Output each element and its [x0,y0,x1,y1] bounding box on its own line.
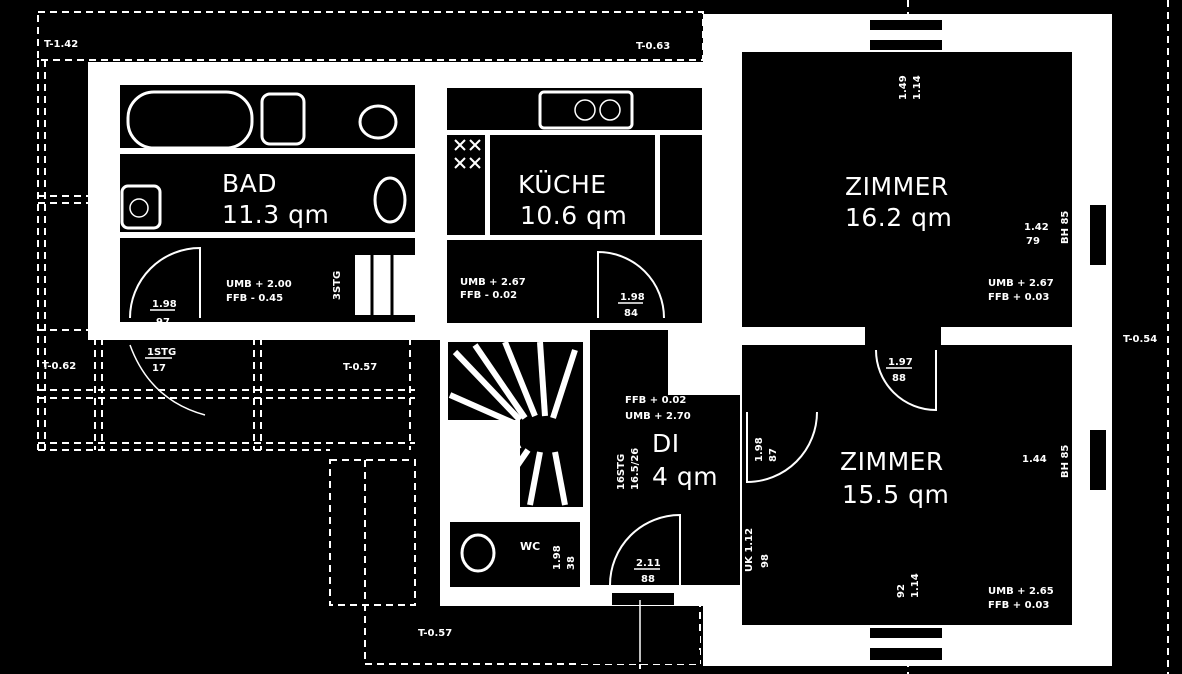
di-ffb: FFB + 0.02 [625,395,686,406]
bidet-icon [373,176,407,224]
zimmer1-ffb: FFB + 0.03 [988,292,1049,303]
bad-stairs-side: 3STG [332,271,343,300]
kueche-door-top: 1.98 [620,292,645,303]
bad-door-bottom: 97 [156,317,170,328]
zimmer1-side-bh: BH 85 [1060,211,1071,244]
zimmer1-bh: BH 87 [892,58,925,69]
wc-toilet-icon [460,533,496,573]
bad-umb: UMB + 2.00 [226,279,292,290]
room-name-zimmer-top: ZIMMER [845,172,949,201]
stove-icon [538,90,634,130]
terrain-level-2: T-0.63 [636,41,670,52]
di-door-top: 2.11 [636,558,661,569]
zimmer2-umb: UMB + 2.65 [988,586,1054,597]
zimmer2-bh: BH 86 [892,612,925,623]
bad-ffb: FFB - 0.45 [226,293,283,304]
room-area-kueche: 10.6 qm [520,201,627,230]
wc-door-bottom: 38 [566,556,577,570]
terrain-level-4: T-0.62 [42,361,76,372]
kueche-door-bottom: 84 [624,308,638,319]
kueche-ffb: FFB - 0.02 [460,290,517,301]
zimmer2-left-door-top: 1.98 [754,437,765,462]
room-name-kueche: KÜCHE [518,170,607,199]
di-stair-b: 16.5/26 [630,448,641,490]
di-umb: UMB + 2.70 [625,411,691,422]
room-area-diele: 4 qm [652,462,718,491]
staircase [448,340,590,585]
bathroom-fixtures [120,90,415,315]
room-labels: BAD 11.3 qm KÜCHE 10.6 qm ZIMMER 16.2 qm… [222,169,952,509]
terrain-level-1: T-1.42 [44,39,78,50]
door-swings [129,246,937,586]
di-door-bottom: 88 [641,574,655,585]
zimmer2-side-top: 1.44 [1022,454,1047,465]
bad-bath-height: BH 1.82 [175,95,219,106]
di-stair-a: 16STG [616,454,627,490]
zimmer2-uk: UK 1.12 [744,528,755,572]
room-name-bad: BAD [222,169,277,198]
stair-bottom: 17 [152,363,166,374]
zimmer1-win-top: 1.49 [898,75,909,100]
washbasin-icon [120,184,162,230]
sink-icon [260,92,306,146]
terrain-level-6: T-0.57 [418,628,452,639]
stair-top: 1STG [147,347,176,358]
wc-label: WC [520,540,540,553]
zimmer2-win-bottom: 1.14 [910,573,921,598]
kitchen-fixtures [420,90,702,315]
bad-door-top: 1.98 [152,299,177,310]
annotations: BH 1.82 UMB + 2.00 FFB - 0.45 1.98 97 3S… [145,58,1071,623]
zimmer1-umb: UMB + 2.67 [988,278,1054,289]
zimmer2-left-door-bottom: 87 [768,448,779,462]
kueche-umb: UMB + 2.67 [460,277,526,288]
zimmer-bottom-room [742,345,1072,625]
room-name-zimmer-bottom: ZIMMER [840,447,944,476]
terrain-level-5: T-0.57 [343,362,377,373]
zimmer2-win-top: 92 [896,584,907,598]
terrain-labels: T-1.42 T-0.63 T-0.54 T-0.62 T-0.57 T-0.5… [42,39,1157,639]
zimmer1-win-bottom: 1.14 [912,75,923,100]
zimmer-top-room [742,52,1072,327]
wc-door-top: 1.98 [552,545,563,570]
room-area-zimmer-bottom: 15.5 qm [842,480,949,509]
zimmer2-door-top: 1.97 [888,357,913,368]
zimmer2-side-bh: BH 85 [1060,445,1071,478]
diele-room [590,330,740,585]
zimmer2-door-bottom: 88 [892,373,906,384]
wc-fixtures [460,533,496,573]
zimmer2-uk-bottom: 98 [760,554,771,568]
zimmer1-side-bottom: 79 [1026,236,1040,247]
entrance-steps [580,593,700,664]
kitchen-cross-marks [454,139,481,169]
room-area-zimmer-top: 16.2 qm [845,203,952,232]
terrain-level-3: T-0.54 [1123,334,1157,345]
zimmer2-ffb: FFB + 0.03 [988,600,1049,611]
windows [722,20,1106,660]
toilet-icon [358,104,398,140]
room-name-diele: DI [652,429,680,458]
zimmer1-side-top: 1.42 [1024,222,1049,233]
room-area-bad: 11.3 qm [222,200,329,229]
